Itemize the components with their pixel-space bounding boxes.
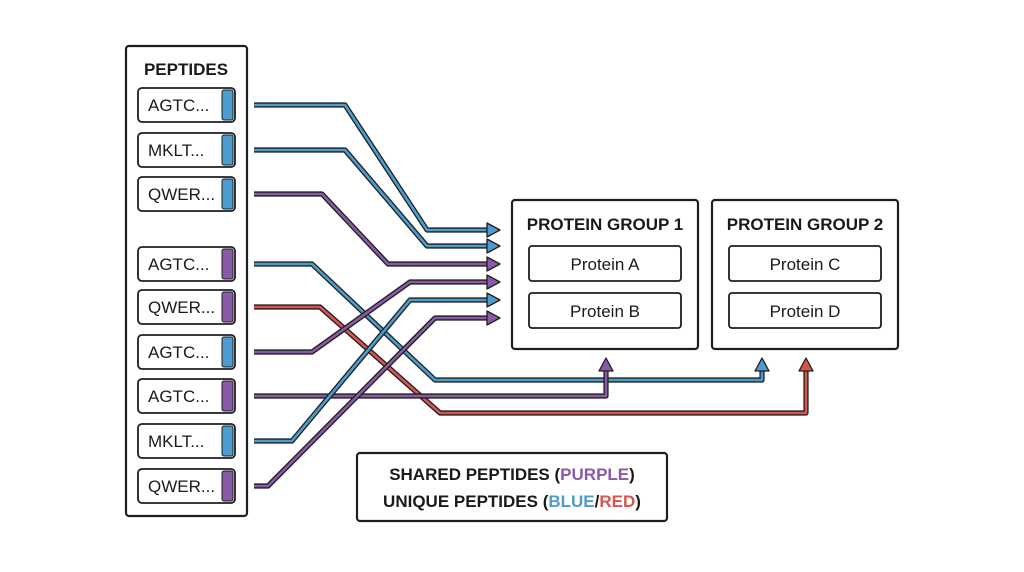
peptide-label: AGTC...	[148, 96, 209, 115]
arrowhead	[486, 238, 501, 254]
peptide-color-tag	[221, 178, 234, 210]
peptide-color-tag	[221, 134, 234, 166]
peptide-label: AGTC...	[148, 343, 209, 362]
connection-arrow	[254, 357, 614, 399]
connection-lines	[254, 102, 814, 489]
peptide-color-tag	[221, 470, 234, 502]
connection-arrow	[254, 261, 770, 383]
legend-unique-line: UNIQUE PEPTIDES (BLUE/RED)	[383, 492, 641, 511]
peptide-color-tag	[221, 336, 234, 368]
peptide-item[interactable]: AGTC...	[137, 378, 236, 414]
peptide-item[interactable]: QWER...	[137, 468, 236, 504]
legend-shared-suffix: )	[629, 465, 635, 484]
peptide-label: AGTC...	[148, 255, 209, 274]
peptide-label: QWER...	[148, 298, 215, 317]
legend-red-word: RED	[599, 492, 635, 511]
peptide-list: AGTC... MKLT... QWER... AGTC... QWER... AGTC.…	[137, 87, 236, 504]
peptide-label: QWER...	[148, 477, 215, 496]
arrowhead	[486, 310, 501, 326]
arrowhead	[486, 274, 501, 290]
protein-c-label: Protein C	[770, 255, 841, 274]
peptide-item[interactable]: MKLT...	[137, 132, 236, 168]
protein-group-2: PROTEIN GROUP 2 Protein C Protein D	[710, 198, 900, 351]
peptide-color-tag	[221, 291, 234, 323]
connection-arrow	[254, 274, 501, 355]
peptides-panel: PEPTIDES AGTC... MKLT... QWER... AGTC... QWE…	[124, 44, 249, 518]
peptide-item[interactable]: MKLT...	[137, 423, 236, 459]
arrowhead	[798, 357, 814, 372]
legend-unique-suffix: )	[635, 492, 641, 511]
arrowhead	[486, 222, 501, 238]
connection-arrow	[254, 310, 501, 489]
legend-unique-prefix: UNIQUE PEPTIDES (	[383, 492, 549, 511]
peptide-color-tag	[221, 380, 234, 412]
arrowhead	[754, 357, 770, 372]
legend-shared-prefix: SHARED PEPTIDES (	[389, 465, 560, 484]
protein-b-box[interactable]: Protein B	[528, 292, 682, 329]
connection-arrow	[254, 191, 501, 272]
protein-group-1-title: PROTEIN GROUP 1	[527, 215, 684, 234]
peptide-color-tag	[221, 425, 234, 457]
connection-arrow	[254, 292, 501, 444]
connection-arrow	[254, 304, 814, 416]
protein-b-label: Protein B	[570, 302, 640, 321]
protein-d-box[interactable]: Protein D	[728, 292, 882, 329]
legend-purple-word: PURPLE	[560, 465, 629, 484]
protein-a-label: Protein A	[571, 255, 641, 274]
peptide-item[interactable]: AGTC...	[137, 246, 236, 282]
peptide-item[interactable]: AGTC...	[137, 87, 236, 123]
protein-d-label: Protein D	[770, 302, 841, 321]
peptide-item[interactable]: QWER...	[137, 176, 236, 212]
protein-c-box[interactable]: Protein C	[728, 245, 882, 282]
peptide-color-tag	[221, 89, 234, 121]
peptide-item[interactable]: QWER...	[137, 289, 236, 325]
peptides-title: PEPTIDES	[144, 60, 228, 79]
legend-shared-line: SHARED PEPTIDES (PURPLE)	[389, 465, 635, 484]
peptide-label: MKLT...	[148, 141, 204, 160]
connection-arrow	[254, 147, 501, 254]
peptide-item[interactable]: AGTC...	[137, 334, 236, 370]
arrowhead	[486, 292, 501, 308]
peptide-label: QWER...	[148, 185, 215, 204]
connection-arrow	[254, 102, 501, 238]
arrowhead	[486, 256, 501, 272]
arrowhead	[598, 357, 614, 372]
peptide-color-tag	[221, 248, 234, 280]
peptide-label: MKLT...	[148, 432, 204, 451]
protein-group-1: PROTEIN GROUP 1 Protein A Protein B	[510, 198, 700, 351]
legend-slash: /	[595, 492, 600, 511]
protein-group-2-title: PROTEIN GROUP 2	[727, 215, 884, 234]
legend-blue-word: BLUE	[548, 492, 594, 511]
peptide-label: AGTC...	[148, 387, 209, 406]
protein-a-box[interactable]: Protein A	[528, 245, 682, 282]
legend: SHARED PEPTIDES (PURPLE) UNIQUE PEPTIDES…	[355, 451, 669, 523]
